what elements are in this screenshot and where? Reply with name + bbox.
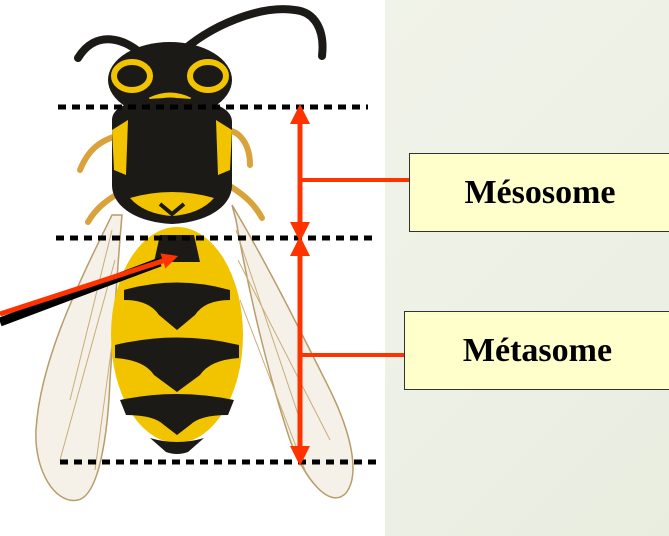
wasp-abdomen (111, 227, 243, 454)
left-wing (36, 215, 122, 500)
wasp-thorax (112, 98, 232, 224)
mesosome-label: Mésosome (409, 153, 669, 232)
metasome-label: Métasome (404, 311, 669, 390)
right-wing (232, 205, 353, 498)
